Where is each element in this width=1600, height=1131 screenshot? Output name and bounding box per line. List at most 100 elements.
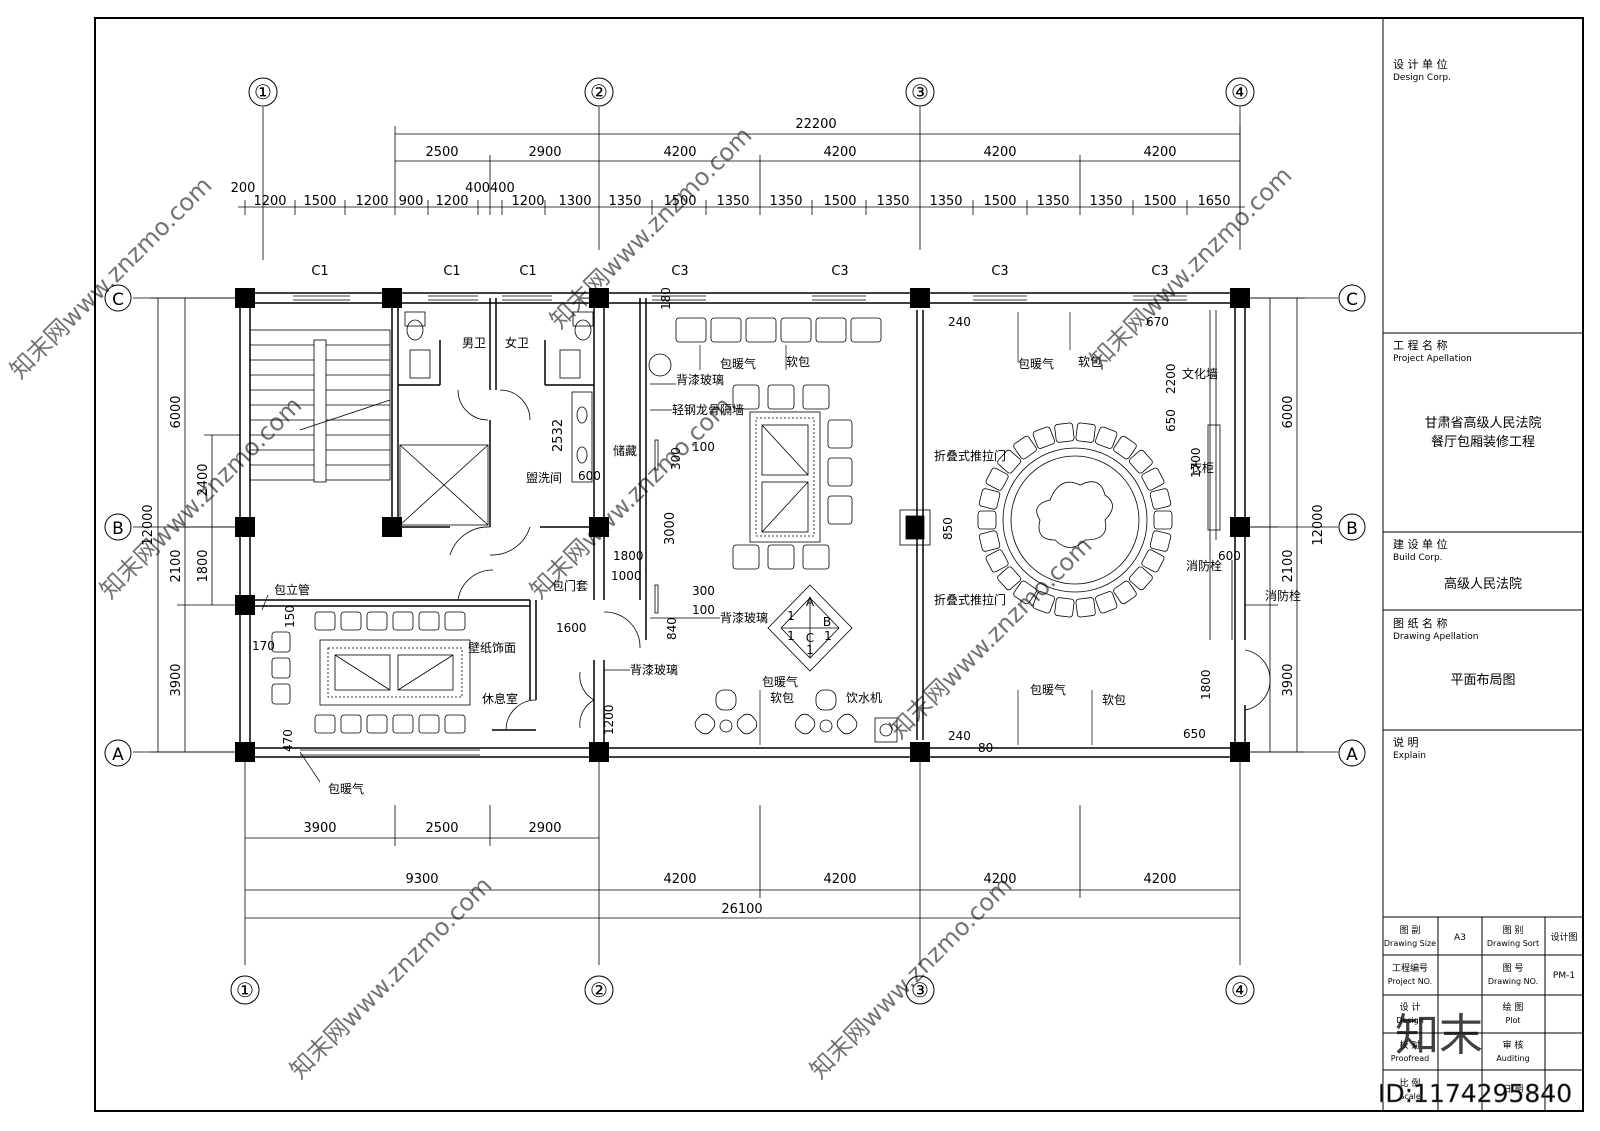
tb-audit-en: Auditing: [1496, 1054, 1529, 1063]
tb-project-name-line2: 餐厅包厢装修工程: [1431, 434, 1535, 450]
tb-sort: 图 别: [1503, 925, 1524, 936]
dimension-top-row3: 200 1200 1500 1200 900 1200 400400 1200 …: [231, 181, 1231, 209]
round-table-chair: [1113, 580, 1137, 605]
round-table-chair: [985, 467, 1009, 491]
axis-2-bottom: ②: [590, 978, 608, 1002]
lounge-chair: [418, 611, 440, 631]
dim-d8: 1300: [558, 194, 591, 209]
dim-bottom-2500: 2500: [425, 821, 458, 836]
round-table-chair: [1095, 591, 1118, 614]
dim-d9: 1350: [608, 194, 641, 209]
label-washroom: 盥洗间: [526, 471, 562, 485]
tb-notes: 说 明: [1393, 735, 1419, 749]
round-table-chairs: [977, 422, 1173, 618]
label-door-wrap: 包门套: [552, 578, 588, 593]
tb-notes-en: Explain: [1393, 751, 1426, 761]
round-table-chair: [1075, 422, 1096, 443]
watermark-1: 知末网www.znzmo.com: [4, 171, 217, 384]
label-glass-2: 背漆玻璃: [720, 611, 768, 625]
lounge-chair: [314, 611, 336, 631]
round-table-chair: [997, 566, 1022, 591]
tb-projno-en: Project NO.: [1388, 977, 1432, 986]
round-table-chair: [1054, 597, 1075, 618]
dim-top-4200c: 4200: [983, 145, 1016, 160]
axis-bubbles-top: ① ② ③ ④: [248, 77, 1255, 107]
top-sofa-chair: [815, 317, 847, 343]
label-hydrant-2: 消防栓: [1265, 588, 1301, 603]
room-labels: 男卫 女卫 盥洗间 储藏 休息室 壁纸饰面 包立管 包门套 包暖气 包暖气 包暖…: [274, 335, 1301, 796]
label-hydrant-1: 消防栓: [1186, 558, 1222, 573]
tb-plot: 绘 图: [1503, 1001, 1524, 1013]
dim-1200: 1200: [602, 704, 616, 735]
dim-650-v: 650: [1164, 409, 1178, 432]
dim-d18: 1350: [1089, 194, 1122, 209]
middle-chair: [732, 544, 760, 570]
tb-proof-en: Proofread: [1391, 1054, 1429, 1063]
axis-C-left: C: [112, 290, 124, 310]
dim-670: 670: [1146, 315, 1169, 329]
doors: [449, 389, 1271, 731]
top-sofa-chair: [710, 317, 742, 343]
label-glass-3: 背漆玻璃: [630, 663, 678, 677]
round-table-chair: [1013, 435, 1037, 460]
dimension-left-labels: 12000 6000 3900 2400 1800 2100: [141, 395, 211, 696]
drawing-frame: [94, 17, 1584, 1112]
label-lounge: 休息室: [482, 691, 518, 706]
dimension-bottom: [245, 805, 1240, 919]
elevator: [399, 444, 489, 526]
lounge-chair: [340, 611, 362, 631]
window-c3-c: C3: [991, 264, 1008, 279]
label-wardrobe: 衣柜: [1190, 460, 1214, 475]
tb-drawno-en: Drawing NO.: [1488, 977, 1538, 986]
dimension-right-labels: 12000 6000 3900 2100: [1281, 395, 1326, 696]
tb-project-name: 工 程 名 称: [1393, 338, 1448, 352]
round-table-chair: [1141, 467, 1165, 491]
top-sofa-chair: [850, 317, 882, 343]
dim-top-2500: 2500: [425, 145, 458, 160]
lounge-chair: [271, 657, 291, 679]
dim-d15: 1350: [929, 194, 962, 209]
label-soft-2: 软包: [1078, 355, 1102, 369]
mark-1d: 1: [787, 629, 795, 643]
lounge-chair: [418, 714, 440, 734]
axis-4-top: ④: [1231, 80, 1249, 104]
mark-1b: 1: [824, 629, 832, 643]
round-table-chair: [1128, 566, 1153, 591]
label-heater-1: 包暖气: [328, 781, 364, 796]
tb-proof: 校 对: [1400, 1039, 1421, 1051]
tb-date: 日 期: [1503, 1084, 1524, 1095]
round-table-chair: [1095, 426, 1118, 449]
tb-scale-en: Scale: [1399, 1092, 1421, 1101]
dimension-bottom-labels: 3900 2500 2900 9300 4200 4200 4200 4200 …: [303, 821, 1176, 917]
columns: [235, 288, 1250, 762]
label-keel-wall: 轻钢龙骨隔墙: [672, 403, 744, 417]
dim-d17: 1350: [1036, 194, 1069, 209]
window-c1-c: C1: [519, 264, 536, 279]
window-c1-a: C1: [311, 264, 328, 279]
label-heater-2: 包暖气: [720, 356, 756, 371]
middle-chair: [767, 544, 795, 570]
dim-2200: 2200: [1164, 363, 1178, 394]
dim-left-6000: 6000: [169, 395, 184, 428]
dim-d0: 200: [231, 181, 256, 196]
dim-d12: 1350: [769, 194, 802, 209]
tb-drawing-name-value: 平面布局图: [1450, 673, 1515, 688]
dim-d19: 1500: [1143, 194, 1176, 209]
dim-left-2400: 2400: [196, 463, 211, 496]
label-storage: 储藏: [613, 443, 637, 458]
lounge-chair: [366, 611, 388, 631]
dim-total-top: 22200: [795, 117, 836, 132]
label-culture-wall: 文化墙: [1182, 366, 1218, 381]
card-table: [767, 584, 853, 672]
mark-1c: 1: [806, 643, 814, 657]
dim-left-2100: 2100: [169, 549, 184, 582]
dim-d13: 1500: [823, 194, 856, 209]
dim-1800-r: 1800: [1199, 669, 1213, 700]
label-heater-4: 包暖气: [762, 674, 798, 689]
dim-right-3900: 3900: [1281, 663, 1296, 696]
axis-B-right: B: [1346, 519, 1358, 539]
tb-plot-en: Plot: [1505, 1016, 1520, 1025]
dimension-top-row2: 2500 2900 4200 4200 4200 4200: [425, 145, 1176, 160]
middle-chair: [802, 544, 830, 570]
lounge-chair: [271, 683, 291, 705]
